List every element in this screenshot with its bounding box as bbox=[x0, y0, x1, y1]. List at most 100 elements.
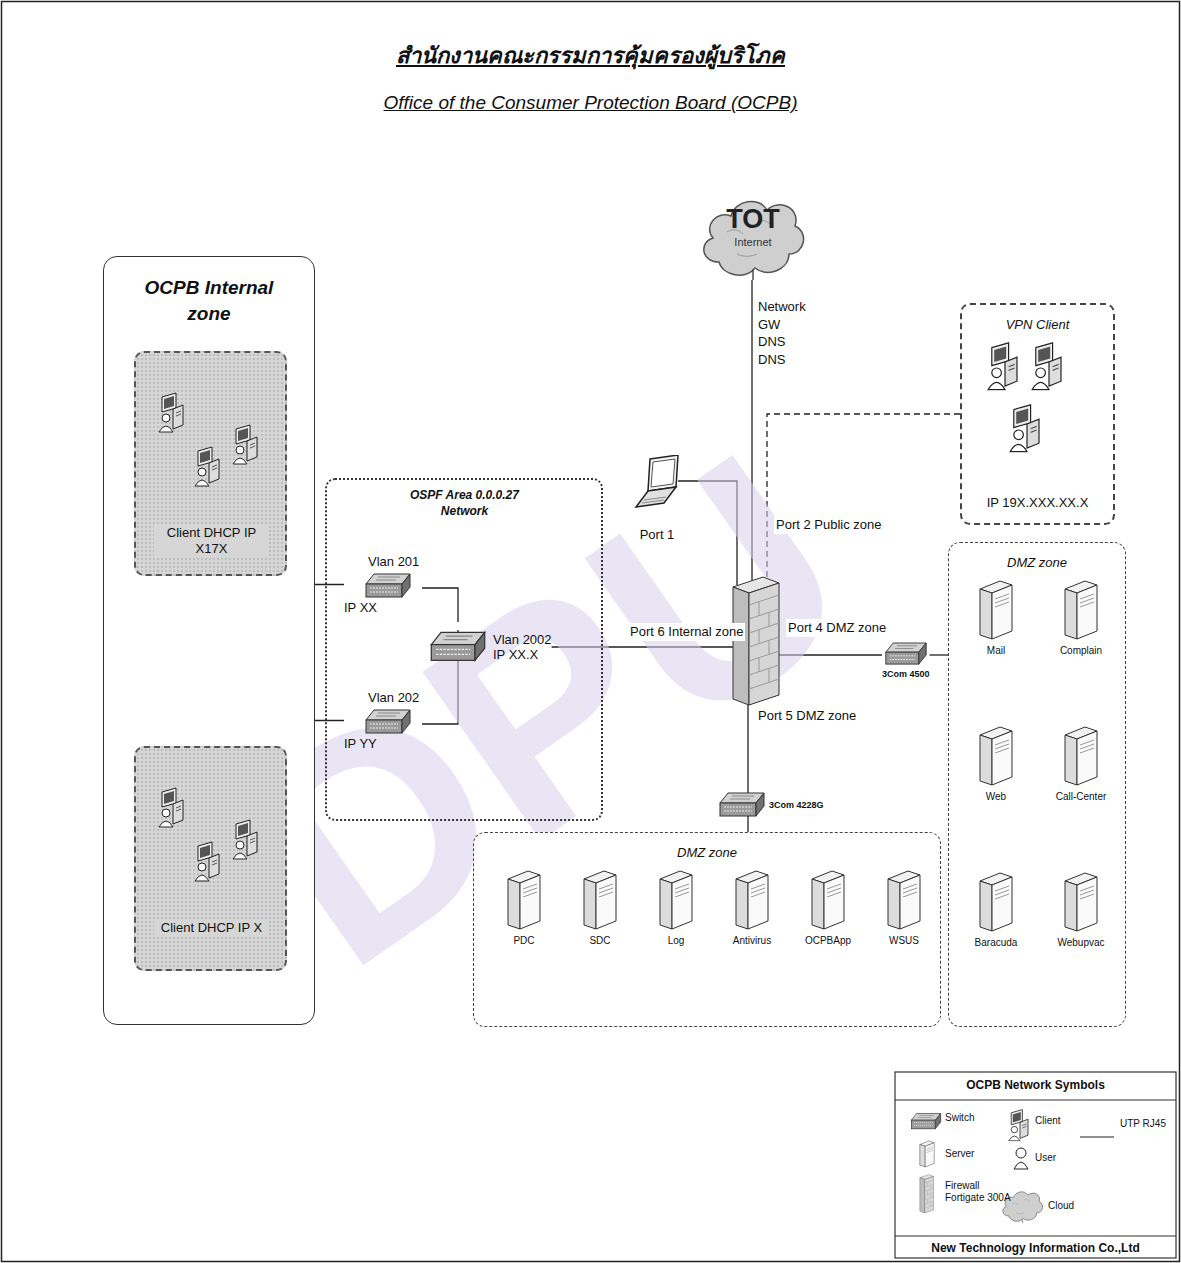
legend-symbol bbox=[918, 1174, 935, 1214]
laptop-port: Port 1 bbox=[632, 455, 682, 542]
port-label: Port 4 DMZ zone bbox=[786, 619, 888, 637]
server: Webupvac bbox=[1044, 871, 1118, 948]
firewall bbox=[727, 575, 783, 707]
laptop-icon bbox=[632, 455, 682, 513]
legend-label: Client bbox=[1035, 1115, 1061, 1127]
server-label: Log bbox=[668, 935, 685, 946]
port-label: Port 2 Public zone bbox=[774, 516, 884, 534]
server-icon bbox=[976, 871, 1016, 933]
page-title: สำนักงานคณะกรรมการคุ้มครองผู้บริโภค bbox=[0, 38, 1181, 73]
server: Complain bbox=[1044, 579, 1118, 656]
client-icon bbox=[194, 840, 224, 882]
legend-symbol bbox=[918, 1140, 919, 1170]
server-icon bbox=[884, 869, 924, 931]
server-label: Complain bbox=[1060, 645, 1102, 656]
legend-symbol bbox=[1008, 1108, 1032, 1142]
port-label: Port 6 Internal zone bbox=[628, 623, 745, 641]
core-labels: Vlan 2002IP XX.X bbox=[493, 632, 552, 662]
client-icon bbox=[194, 445, 224, 487]
legend-symbol bbox=[910, 1112, 911, 1135]
firewall-icon bbox=[727, 575, 783, 707]
vlan-label: Vlan 202 bbox=[368, 690, 419, 705]
zone-box: OCPB Internal zoneClient DHCP IP X17XCli… bbox=[103, 256, 315, 1025]
switch-icon bbox=[364, 708, 412, 736]
server: Log bbox=[639, 869, 713, 946]
ip-label: IP XX bbox=[344, 600, 377, 615]
vlan-label: Vlan 201 bbox=[368, 554, 419, 569]
client-icon bbox=[158, 786, 188, 828]
client-icon bbox=[1009, 402, 1045, 452]
legend-line-sample bbox=[1080, 1125, 1114, 1129]
port-label: Port 5 DMZ zone bbox=[756, 707, 858, 725]
client-icon bbox=[194, 445, 224, 491]
server: SDC bbox=[563, 869, 637, 946]
server-icon bbox=[1061, 871, 1101, 933]
server-label: Baracuda bbox=[975, 937, 1018, 948]
switch-icon bbox=[427, 630, 489, 664]
utp-link bbox=[930, 654, 949, 655]
switch: 3Com 4228G bbox=[718, 790, 824, 820]
switch-icon bbox=[718, 791, 766, 819]
switch-icon bbox=[364, 572, 412, 600]
server-icon bbox=[884, 869, 924, 931]
dmz-zone: DMZ zoneMailComplainWebCall-CenterBaracu… bbox=[948, 542, 1126, 1027]
server-label: WSUS bbox=[889, 935, 919, 946]
client-icon bbox=[987, 340, 1023, 390]
switch-icon bbox=[364, 708, 412, 736]
legend-label: User bbox=[1035, 1152, 1056, 1164]
zone-title: DMZ zone bbox=[474, 845, 940, 860]
ospf-area: OSPF Area 0.0.0.27 NetworkVlan 201IP XXV… bbox=[325, 478, 603, 821]
client-group: Client DHCP IP X17X bbox=[134, 351, 287, 576]
port-label: Network GW DNS DNS bbox=[756, 298, 808, 368]
company-name: New Technology Information Co.,Ltd bbox=[895, 1241, 1176, 1255]
cloud-label: Internet bbox=[697, 236, 809, 248]
ip-label: IP YY bbox=[344, 736, 377, 751]
server: Web bbox=[959, 725, 1033, 802]
switch-icon bbox=[364, 572, 412, 600]
server-icon bbox=[580, 869, 620, 931]
ip-label: IP XX.X bbox=[493, 647, 552, 662]
legend-symbol bbox=[1008, 1108, 1009, 1145]
server: Call-Center bbox=[1044, 725, 1118, 802]
server-icon bbox=[976, 871, 1016, 933]
server-icon bbox=[976, 725, 1016, 787]
server-label: SDC bbox=[589, 935, 610, 946]
server-icon bbox=[656, 869, 696, 931]
ip-label: IP 19X.XXX.XX.X bbox=[962, 495, 1113, 510]
zone-title: DMZ zone bbox=[949, 555, 1125, 570]
server-icon bbox=[656, 869, 696, 931]
cloud-title: TOT bbox=[697, 204, 809, 235]
server-icon bbox=[976, 725, 1016, 787]
vlan-switch: Vlan 202 IP YY bbox=[344, 690, 422, 751]
server-label: PDC bbox=[513, 935, 534, 946]
server-icon bbox=[504, 869, 544, 931]
client-icon bbox=[232, 818, 262, 860]
switch-icon bbox=[427, 630, 489, 664]
client-icon bbox=[1009, 402, 1045, 457]
server-icon bbox=[808, 869, 848, 931]
legend-symbol bbox=[1012, 1146, 1013, 1174]
client-icon bbox=[1031, 340, 1067, 395]
switch-icon bbox=[718, 791, 766, 819]
client-icon bbox=[1031, 340, 1067, 390]
legend-label: Cloud bbox=[1048, 1200, 1074, 1212]
zone-title: OCPB Internal zone bbox=[139, 275, 279, 326]
server-icon bbox=[732, 869, 772, 931]
vpn-client-group: VPN Client IP 19X.XXX.XX.X bbox=[960, 303, 1115, 525]
server-icon bbox=[1061, 725, 1101, 787]
group-title: VPN Client bbox=[962, 317, 1113, 332]
server-icon bbox=[808, 869, 848, 931]
core-switch: Vlan 2002IP XX.X bbox=[427, 622, 552, 672]
legend-symbol bbox=[918, 1140, 936, 1168]
dmz-zone: DMZ zonePDCSDCLogAntivirusOCPBAppWSUS bbox=[473, 832, 941, 1027]
client-icon bbox=[987, 340, 1023, 395]
client-icon bbox=[158, 786, 188, 832]
server: Mail bbox=[959, 579, 1033, 656]
utp-link bbox=[747, 816, 748, 832]
client-icon bbox=[232, 423, 262, 465]
legend-symbol bbox=[1012, 1146, 1030, 1170]
group-label: Client DHCP IP X17X bbox=[154, 525, 269, 558]
legend-label: Firewall Fortigate 300A bbox=[945, 1180, 1015, 1204]
server-label: Antivirus bbox=[733, 935, 771, 946]
